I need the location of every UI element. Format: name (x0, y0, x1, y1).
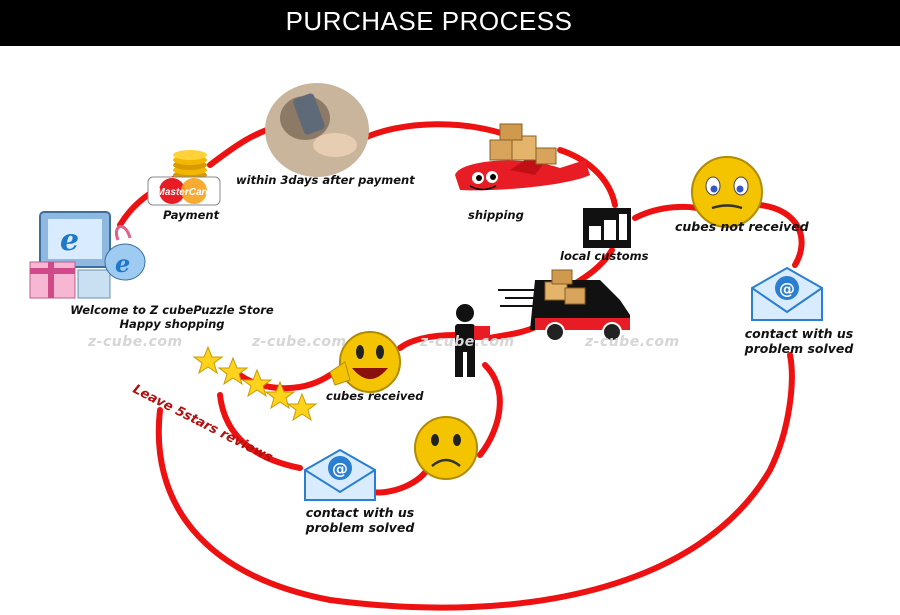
star-2 (217, 356, 249, 386)
worried-face-icon (691, 156, 763, 228)
path-person-to-received (397, 332, 458, 351)
email-envelope-icon: @ (751, 266, 823, 321)
svg-text:e: e (60, 223, 79, 258)
boxes-icon (489, 123, 557, 165)
contact-bottom-line-2: problem solved (305, 520, 415, 535)
within-3days-label: within 3days after payment (236, 173, 415, 187)
watermark-4: z-cube.com (585, 334, 680, 350)
page-title: PURCHASE PROCESS (285, 6, 573, 36)
welcome-line-1: Welcome to Z cubePuzzle Store (70, 303, 274, 317)
star-4 (264, 380, 296, 410)
header-bar: PURCHASE PROCESS (0, 0, 900, 46)
payment-label: Payment (163, 208, 220, 222)
contact-right-line-2: problem solved (744, 341, 854, 356)
watermark-3: z-cube.com (420, 334, 515, 350)
delivery-truck-icon (498, 269, 630, 342)
courier-person-icon (455, 304, 490, 377)
star-5 (286, 392, 318, 422)
contact-right-line-1: contact with us (744, 326, 854, 341)
shipping-label: shipping (468, 208, 524, 222)
sad-face-icon (414, 416, 478, 480)
svg-text:e: e (115, 249, 130, 278)
path-hand-to-plane (357, 121, 523, 143)
watermark-1: z-cube.com (88, 334, 183, 350)
path-plane-to-customs (557, 147, 618, 208)
welcome-line-2: Happy shopping (119, 317, 225, 331)
path-review-to-envelope (217, 392, 303, 471)
contact-bottom-label: contact with us problem solved (275, 505, 445, 535)
hand-photo (265, 83, 369, 177)
path-customs-to-unhappy (632, 203, 708, 221)
svg-text:@: @ (779, 279, 795, 298)
contact-bottom-line-1: contact with us (305, 505, 415, 520)
happy-face-icon (329, 331, 401, 393)
star-3 (241, 368, 273, 398)
cubes-not-received-label: cubes not received (675, 219, 809, 234)
five-stars-icon (192, 345, 318, 422)
path-person-to-sad (477, 362, 503, 458)
flow-paths (117, 121, 805, 611)
star-1 (192, 345, 224, 375)
email-envelope-icon-bottom: @ (304, 448, 376, 501)
svg-text:@: @ (332, 459, 348, 478)
watermark-2: z-cube.com (252, 334, 347, 350)
mastercard-label: MasterCard (156, 187, 212, 198)
path-big-loop (155, 352, 795, 611)
path-unhappy-to-envelope (757, 202, 805, 268)
coins-icon (173, 150, 207, 180)
airplane-icon (455, 150, 590, 191)
cubes-received-label: cubes received (326, 389, 424, 403)
computer-icon: e e (29, 211, 146, 299)
customs-icon (583, 208, 631, 248)
welcome-label: Welcome to Z cubePuzzle Store Happy shop… (52, 303, 292, 331)
contact-right-label: contact with us problem solved (724, 326, 874, 356)
path-sad-loop (367, 462, 433, 496)
mastercard-icon: MasterCard (147, 176, 221, 206)
local-customs-label: local customs (560, 249, 649, 263)
